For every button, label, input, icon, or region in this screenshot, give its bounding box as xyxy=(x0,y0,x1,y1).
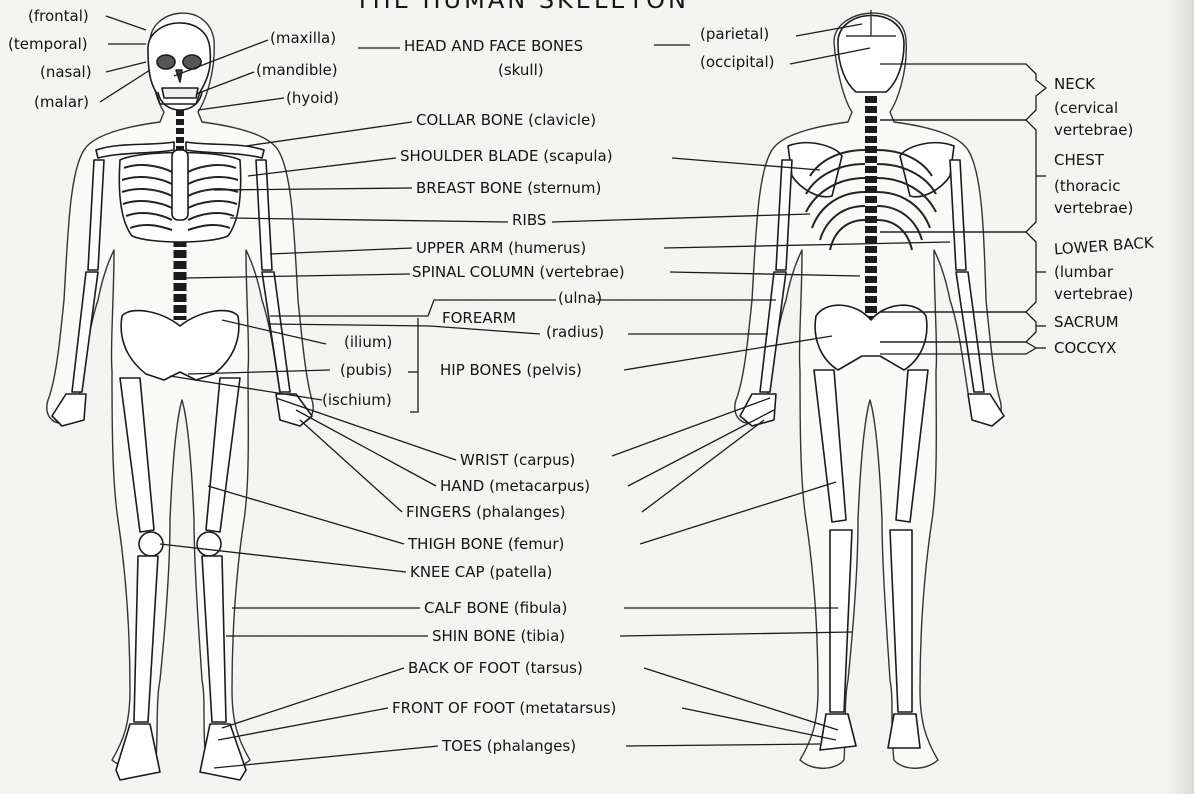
label-radius: (radius) xyxy=(546,324,604,341)
label-sacrum: SACRUM xyxy=(1054,314,1119,331)
label-parietal: (parietal) xyxy=(700,26,769,43)
label-ulna: (ulna) xyxy=(558,290,602,307)
label-back-of-foot: BACK OF FOOT (tarsus) xyxy=(408,660,583,677)
label-pubis: (pubis) xyxy=(340,362,392,379)
label-breast-bone: BREAST BONE (sternum) xyxy=(416,180,601,197)
label-ischium: (ischium) xyxy=(322,392,392,409)
label-lumbar-1: (lumbar xyxy=(1054,264,1113,281)
label-thoracic-2: vertebrae) xyxy=(1054,200,1133,217)
label-shin-bone: SHIN BONE (tibia) xyxy=(432,628,565,645)
label-upper-arm: UPPER ARM (humerus) xyxy=(416,240,586,257)
label-hand: HAND (metacarpus) xyxy=(440,478,590,495)
label-chest: CHEST xyxy=(1054,152,1104,169)
label-nasal: (nasal) xyxy=(40,64,92,81)
label-cervical-1: (cervical xyxy=(1054,100,1118,117)
label-lumbar-2: vertebrae) xyxy=(1054,286,1133,303)
label-cervical-2: vertebrae) xyxy=(1054,122,1133,139)
label-ilium: (ilium) xyxy=(344,334,392,351)
diagram-title: THE HUMAN SKELETON xyxy=(322,0,722,14)
label-ribs: RIBS xyxy=(512,212,546,229)
label-forearm: FOREARM xyxy=(442,310,516,327)
page-edge-shadow xyxy=(1168,0,1194,794)
label-knee-cap: KNEE CAP (patella) xyxy=(410,564,552,581)
label-hyoid: (hyoid) xyxy=(286,90,339,107)
label-front-of-foot: FRONT OF FOOT (metatarsus) xyxy=(392,700,616,717)
label-temporal: (temporal) xyxy=(8,36,88,53)
label-head-face-bones: HEAD AND FACE BONES xyxy=(404,38,583,55)
label-mandible: (mandible) xyxy=(256,62,338,79)
label-maxilla: (maxilla) xyxy=(270,30,336,47)
label-occipital: (occipital) xyxy=(700,54,774,71)
label-collar-bone: COLLAR BONE (clavicle) xyxy=(416,112,596,129)
label-fingers: FINGERS (phalanges) xyxy=(406,504,565,521)
label-toes: TOES (phalanges) xyxy=(442,738,576,755)
label-spinal-column: SPINAL COLUMN (vertebrae) xyxy=(412,264,625,281)
label-thigh-bone: THIGH BONE (femur) xyxy=(408,536,564,553)
label-coccyx: COCCYX xyxy=(1054,340,1116,357)
label-neck: NECK xyxy=(1054,76,1095,93)
label-hip-bones: HIP BONES (pelvis) xyxy=(440,362,582,379)
label-frontal: (frontal) xyxy=(28,8,89,25)
label-calf-bone: CALF BONE (fibula) xyxy=(424,600,567,617)
label-wrist: WRIST (carpus) xyxy=(460,452,575,469)
label-skull: (skull) xyxy=(498,62,544,79)
label-malar: (malar) xyxy=(34,94,89,111)
label-shoulder-blade: SHOULDER BLADE (scapula) xyxy=(400,148,613,165)
label-thoracic-1: (thoracic xyxy=(1054,178,1120,195)
